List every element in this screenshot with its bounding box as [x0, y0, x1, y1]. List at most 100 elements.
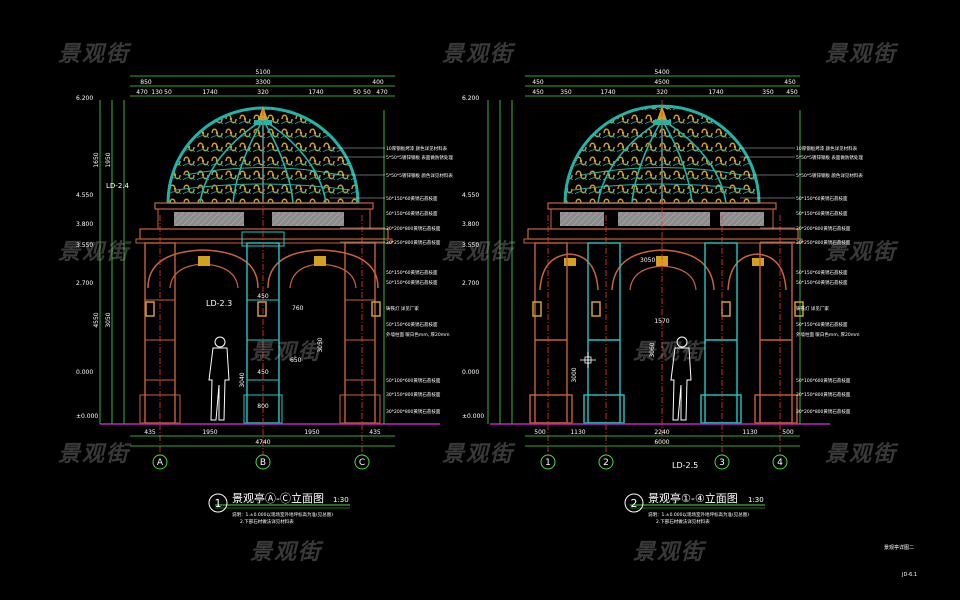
elev1-frieze-left — [174, 212, 244, 226]
elev1-level: 3.550 — [76, 242, 93, 249]
elev2-dimension-lines — [487, 75, 801, 447]
elev1-dimension-lines — [99, 75, 395, 447]
elev1-level: 6.200 — [76, 95, 93, 102]
elev2-scale: 1:30 — [748, 496, 764, 504]
lamp-icon — [145, 301, 381, 317]
elev2-title: 景观亭①-④立面图 — [648, 491, 738, 505]
material-note: 10厚钢板烤漆 颜色详见材料表 — [796, 145, 858, 152]
material-note: 5*50*5镀锌钢板 颜色详见材料表 — [796, 172, 863, 179]
elev1-sub-dim: 50 — [353, 89, 361, 96]
elev1-frieze-right — [272, 212, 344, 226]
material-note: 10厚钢板烤漆 颜色详见材料表 — [386, 145, 448, 152]
elev2-frieze-3 — [720, 212, 764, 226]
elev1-level: 3.800 — [76, 221, 93, 228]
material-note: 30*200*800黄锈石荔枝面 — [386, 225, 441, 232]
elev2-sub-dim: 1740 — [600, 89, 615, 96]
material-note: 50*100*600黄锈石荔枝面 — [386, 377, 441, 384]
elev2-columns — [529, 242, 798, 424]
elev2-level: 2.700 — [462, 280, 479, 287]
elevation-2 — [487, 75, 830, 455]
elev1-scale: 1:30 — [333, 496, 349, 504]
material-note: 50*150*60黄锈石荔枝面 — [386, 321, 438, 328]
elev1-cornice — [154, 202, 374, 210]
elev1-bottom-dim: 435 — [144, 429, 156, 436]
elev2-inner-dim: 3060 — [649, 342, 656, 357]
elev1-sub-dim: 130 — [151, 89, 163, 96]
material-note: 50*150*60黄锈石荔枝面 — [386, 195, 438, 202]
elev1-sub-dim: 50 — [164, 89, 172, 96]
elev2-bottom-dim: 2240 — [654, 429, 669, 436]
material-note: 50*150*60黄锈石荔枝面 — [796, 279, 848, 286]
elev1-inner-dim: 760 — [292, 305, 304, 312]
material-note: 50*100*600黄锈石荔枝面 — [796, 377, 851, 384]
elev2-level: ±0.000 — [462, 413, 484, 420]
elev1-title-circle — [208, 493, 228, 513]
elev1-note: 2.下部石材做法详见材料表 — [240, 518, 294, 525]
elev2-axis-label: 3 — [719, 458, 725, 468]
material-note: 30*150*800黄锈石荔枝面 — [386, 391, 441, 398]
material-note: 铸铁灯 详见厂家 — [796, 305, 829, 312]
elev1-left-dim: 1650 — [93, 152, 100, 167]
elev1-bottom-dim: 1950 — [304, 429, 319, 436]
elev2-dome — [563, 104, 761, 204]
elev1-bottom-dim: 1950 — [202, 429, 217, 436]
elev1-level: 2.700 — [76, 280, 93, 287]
material-note: 外墙柱面 暖白色mm, 厚20mm — [796, 331, 860, 338]
elev1-left-dim: 4550 — [93, 312, 100, 327]
elev1-detail-ref: LD-2.4 — [106, 182, 129, 190]
elev1-sub-dim: 470 — [136, 89, 148, 96]
elev1-inner-dim: 450 — [257, 369, 269, 376]
elev2-top-dim: 4500 — [654, 79, 669, 86]
elev2-sub-dim: 320 — [656, 89, 668, 96]
elev2-sub-dim: 450 — [532, 89, 544, 96]
elev1-top-dim: 850 — [140, 79, 152, 86]
material-note: 30*150*800黄锈石荔枝面 — [796, 391, 851, 398]
elev1-top-dim: 3300 — [255, 79, 270, 86]
elev1-note: 说明：1.±0.000以现场室外地坪标高为准(见总图) — [232, 511, 333, 518]
elev2-sub-dim: 350 — [560, 89, 572, 96]
elev1-column-right — [339, 242, 381, 424]
material-note: 50*150*60黄锈石荔枝面 — [796, 210, 848, 217]
elev2-frieze-1 — [560, 212, 604, 226]
elev2-level: 0.000 — [462, 369, 479, 376]
elev1-top-total: 5100 — [255, 69, 270, 76]
material-note: 50*150*60黄锈石荔枝面 — [386, 210, 438, 217]
elev2-top-dim: 450 — [784, 79, 796, 86]
elev1-axis-label: A — [157, 458, 164, 468]
elev1-level: 4.550 — [76, 192, 93, 199]
elev2-level: 3.550 — [462, 242, 479, 249]
material-note: 5*50*5镀锌钢板 颜色详见材料表 — [386, 172, 453, 179]
elev1-inner-dim: 3040 — [239, 372, 246, 387]
elev1-inner-dim: 3050 — [317, 337, 324, 352]
elev1-inner-dim: 650 — [290, 357, 302, 364]
elev1-bottom-dim: 435 — [369, 429, 381, 436]
material-note: 30*200*800黄锈石荔枝面 — [796, 408, 851, 415]
elev1-inner-dim: 800 — [257, 403, 269, 410]
material-note: 30*200*800黄锈石荔枝面 — [796, 225, 851, 232]
elev1-bottom-total: 4740 — [255, 439, 270, 446]
elev1-left-dim: 3050 — [105, 312, 112, 327]
elev2-bottom-dim: 500 — [782, 429, 794, 436]
elev1-sub-dim: 470 — [376, 89, 388, 96]
material-note: 50*150*60黄锈石荔枝面 — [796, 321, 848, 328]
human-figure-icon — [670, 336, 692, 421]
elev2-top-total: 5400 — [654, 69, 669, 76]
elev1-top-dim: 400 — [372, 79, 384, 86]
lamp-icon — [532, 301, 804, 317]
elev1-arch-left — [147, 249, 259, 289]
material-note: 30*200*800黄锈石荔枝面 — [386, 408, 441, 415]
elev2-level: 4.550 — [462, 192, 479, 199]
elev2-note: 2.下部石材做法详见材料表 — [656, 518, 710, 525]
material-note: 30*250*800黄锈石荔枝面 — [386, 239, 441, 246]
leader-lines — [330, 147, 795, 243]
elev1-detail-ref: LD-2.3 — [206, 299, 232, 308]
elev1-title: 景观亭Ⓐ-Ⓒ立面图 — [232, 491, 324, 505]
elev2-sub-dim: 350 — [762, 89, 774, 96]
elev1-level: 0.000 — [76, 369, 93, 376]
elev1-sub-dim: 1740 — [202, 89, 217, 96]
material-note: 铸铁灯 详见厂家 — [386, 305, 419, 312]
elev1-title-number: 1 — [215, 497, 222, 510]
material-note: 50*150*60黄锈石荔枝面 — [386, 279, 438, 286]
elev2-frieze-2 — [618, 212, 710, 226]
